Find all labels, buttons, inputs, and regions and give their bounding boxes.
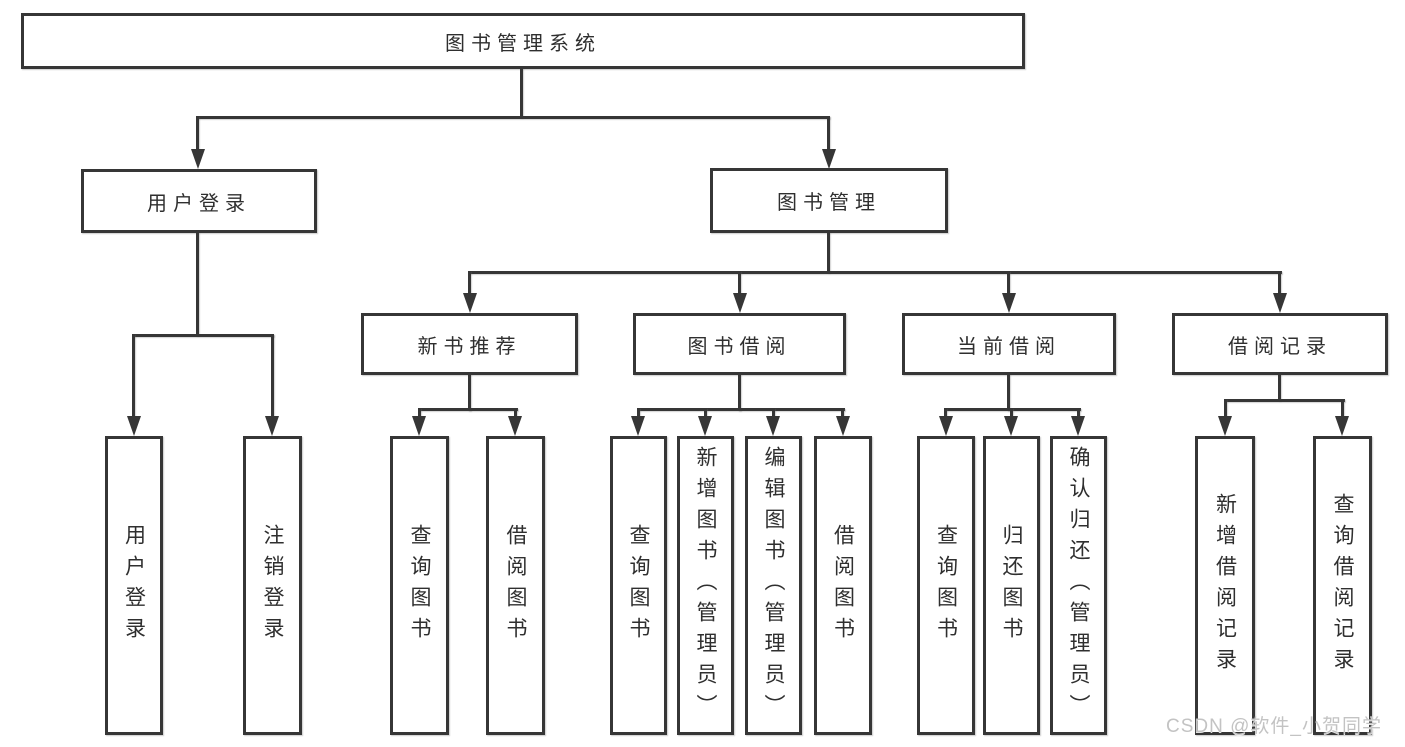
arrow-down — [1002, 293, 1016, 313]
connector-leaf-stub — [1224, 399, 1227, 418]
connector-leaf-stub — [704, 408, 707, 418]
arrow-down — [766, 416, 780, 436]
node-library-management-system: 图书管理系统 — [21, 13, 1025, 69]
arrow-down — [1273, 293, 1287, 313]
connector-to-leaf-user-login — [132, 334, 135, 418]
connector-leaf-stub — [637, 408, 640, 418]
leaf-current-return-books: 归还图书 — [983, 436, 1040, 735]
node-label: 图书管理系统 — [445, 32, 601, 55]
leaf-borrow-add-books-admin: 新增图书（管理员） — [677, 436, 734, 735]
arrow-down — [1218, 416, 1232, 436]
arrow-down — [822, 149, 836, 169]
connector-root-rail — [196, 116, 830, 119]
node-label: 确认归还（管理员） — [1067, 446, 1090, 725]
leaf-borrow-query-books: 查询图书 — [610, 436, 667, 735]
leaf-user-login: 用户登录 — [105, 436, 163, 735]
node-label: 用户登录 — [147, 192, 251, 215]
connector-user-login-stem — [196, 232, 199, 336]
arrow-down — [631, 416, 645, 436]
arrow-down — [463, 293, 477, 313]
node-label: 注销登录 — [261, 523, 284, 648]
connector-leaf-stub — [841, 408, 844, 418]
leaf-records-add-borrow-record: 新增借阅记录 — [1195, 436, 1255, 735]
connector-to-leaf-logout — [271, 334, 274, 418]
leaf-borrow-borrow-books: 借阅图书 — [814, 436, 872, 735]
connector-book-management-rail — [468, 271, 1282, 274]
connector-leaf-stub — [418, 408, 421, 418]
watermark: CSDN @软件_小贺同学 — [1166, 716, 1382, 737]
arrow-down — [939, 416, 953, 436]
node-label: 归还图书 — [1000, 523, 1023, 648]
node-label: 编辑图书（管理员） — [762, 446, 785, 725]
arrow-down — [836, 416, 850, 436]
connector-to-new-book-recommendation — [468, 271, 471, 295]
connector-book-management-stem — [827, 232, 830, 273]
arrow-down — [127, 416, 141, 436]
node-current-borrowing: 当前借阅 — [902, 313, 1116, 375]
connector-book-borrow-rail — [637, 408, 845, 411]
node-label: 当前借阅 — [957, 335, 1061, 358]
node-label: 借阅记录 — [1228, 335, 1332, 358]
node-label: 查询图书 — [627, 523, 650, 648]
connector-to-current-borrowing — [1007, 271, 1010, 295]
connector-records-rail — [1224, 399, 1345, 402]
connector-root-stem — [520, 68, 523, 118]
arrow-down — [508, 416, 522, 436]
node-label: 新增借阅记录 — [1213, 492, 1237, 679]
node-book-borrowing: 图书借阅 — [633, 313, 846, 375]
connector-to-book-management — [827, 116, 830, 151]
connector-leaf-stub — [1077, 408, 1080, 418]
node-borrowing-records: 借阅记录 — [1172, 313, 1388, 375]
connector-to-borrowing-records — [1278, 271, 1281, 295]
arrow-down — [265, 416, 279, 436]
arrow-down — [1335, 416, 1349, 436]
connector-current-borrow-stem — [1007, 374, 1010, 411]
leaf-borrow-edit-books-admin: 编辑图书（管理员） — [745, 436, 802, 735]
node-label: 图书管理 — [777, 192, 881, 214]
connector-user-login-rail — [132, 334, 274, 337]
connector-new-rec-rail — [418, 408, 518, 411]
connector-leaf-stub — [1341, 399, 1344, 418]
arrow-down — [1071, 416, 1085, 436]
connector-new-rec-stem — [468, 374, 471, 411]
leaf-logout-login: 注销登录 — [243, 436, 302, 735]
node-label: 查询图书 — [408, 523, 431, 648]
connector-to-user-login — [196, 116, 199, 151]
node-label: 新增图书（管理员） — [694, 446, 717, 725]
connector-leaf-stub — [944, 408, 947, 418]
arrow-down — [1004, 416, 1018, 436]
arrow-down — [412, 416, 426, 436]
node-book-management: 图书管理 — [710, 168, 948, 233]
node-label: 新书推荐 — [417, 335, 522, 358]
leaf-records-query-borrow-record: 查询借阅记录 — [1313, 436, 1372, 735]
node-label: 借阅图书 — [504, 523, 527, 648]
connector-records-stem — [1278, 374, 1281, 401]
node-user-login: 用户登录 — [81, 169, 317, 233]
leaf-current-confirm-return-admin: 确认归还（管理员） — [1050, 436, 1107, 735]
connector-leaf-stub — [772, 408, 775, 418]
leaf-current-query-books: 查询图书 — [917, 436, 975, 735]
connector-to-book-borrowing — [738, 271, 741, 295]
node-label: 查询借阅记录 — [1331, 492, 1354, 679]
node-label: 借阅图书 — [831, 523, 855, 648]
connector-book-borrow-stem — [738, 374, 741, 411]
connector-leaf-stub — [514, 408, 517, 418]
node-label: 查询图书 — [934, 523, 958, 648]
connector-leaf-stub — [1010, 408, 1013, 418]
leaf-newrec-borrow-books: 借阅图书 — [486, 436, 545, 735]
arrow-down — [698, 416, 712, 436]
node-label: 图书借阅 — [687, 335, 792, 358]
arrow-down — [733, 293, 747, 313]
node-label: 用户登录 — [122, 523, 146, 648]
leaf-newrec-query-books: 查询图书 — [390, 436, 449, 735]
node-new-book-recommendation: 新书推荐 — [361, 313, 578, 375]
arrow-down — [191, 149, 205, 169]
